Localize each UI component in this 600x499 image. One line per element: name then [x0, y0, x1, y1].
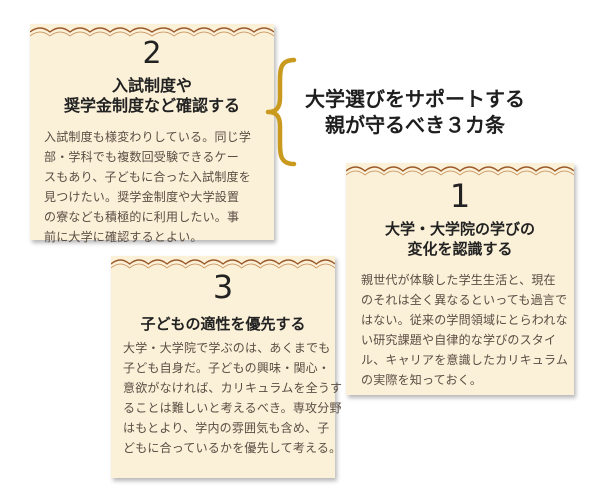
- body-line: 部・学科でも複数回受験できるケー: [44, 150, 239, 164]
- card-body: 入試制度も様変わりしている。同じ学 部・学科でも複数回受験できるケー スもあり、…: [44, 127, 251, 247]
- body-line: はない。従来の学問領域にとらわれな: [361, 313, 568, 327]
- body-line: 子ども自身だ。子どもの興味・関心・: [123, 361, 331, 375]
- card-body: 大学・大学院で学ぶのは、あくまでも 子ども自身だ。子どもの興味・関心・ 意欲がな…: [123, 338, 342, 458]
- card-heading-line: 子どもの適性を優先する: [140, 315, 306, 333]
- title-line: 大学選びをサポートする: [305, 87, 525, 111]
- body-line: 見つけたい。奨学金制度や大学設置: [44, 190, 240, 204]
- card-item-2: 2 入試制度や 奨学金制度など確認する 入試制度も様変わりしている。同じ学 部・…: [30, 24, 274, 244]
- body-line: のそれは全く異なるといっても過言で: [361, 293, 568, 307]
- body-line: ることは難しいと考えるべき。専攻分野: [123, 401, 342, 415]
- body-line: どもに合っているかを優先して考える。: [123, 441, 342, 455]
- body-line: 親世代が体験した学生生活と、現在: [361, 273, 556, 287]
- card-item-3: 3 子どもの適性を優先する 大学・大学院で学ぶのは、あくまでも 子ども自身だ。子…: [111, 256, 342, 478]
- card-heading-line: 変化を認識する: [407, 240, 513, 258]
- body-line: 入試制度も様変わりしている。同じ学: [44, 130, 252, 144]
- body-line: 大学・大学院で学ぶのは、あくまでも: [123, 341, 331, 355]
- body-line: の寮なども積極的に利用したい。事: [44, 210, 240, 224]
- body-line: スもあり、子どもに合った入試制度を: [44, 170, 251, 184]
- card-heading-line: 入試制度や: [111, 76, 192, 95]
- body-line: の実際を知っておく。: [361, 373, 483, 387]
- card-number: 2: [142, 36, 162, 71]
- card-heading-line: 大学・大学院の学びの: [384, 220, 535, 238]
- body-line: 前に大学に確認するとよい。: [44, 230, 203, 244]
- curly-brace-icon: [265, 57, 297, 167]
- card-number: 3: [212, 268, 234, 306]
- scallop-border: [346, 166, 574, 176]
- card-body: 親世代が体験した学生生活と、現在 のそれは全く異なるといっても過言で はない。従…: [361, 270, 568, 390]
- title-line: 親が守るべき３カ条: [325, 113, 505, 137]
- card-item-1: 1 大学・大学院の学びの 変化を認識する 親世代が体験した学生生活と、現在 のそ…: [346, 163, 574, 395]
- scallop-border: [111, 259, 335, 269]
- body-line: はもとより、学内の雰囲気も含め、子: [123, 421, 330, 435]
- page-title: 大学選びをサポートする 親が守るべき３カ条: [305, 86, 525, 138]
- card-heading-line: 奨学金制度など確認する: [63, 96, 240, 115]
- scallop-border: [30, 27, 274, 37]
- body-line: ル、キャリアを意識したカリキュラム: [361, 353, 569, 367]
- card-number: 1: [449, 177, 471, 215]
- body-line: 意欲がなければ、カリキュラムを全うす: [123, 381, 343, 395]
- body-line: い研究課題や自律的な学びのスタイ: [361, 333, 557, 347]
